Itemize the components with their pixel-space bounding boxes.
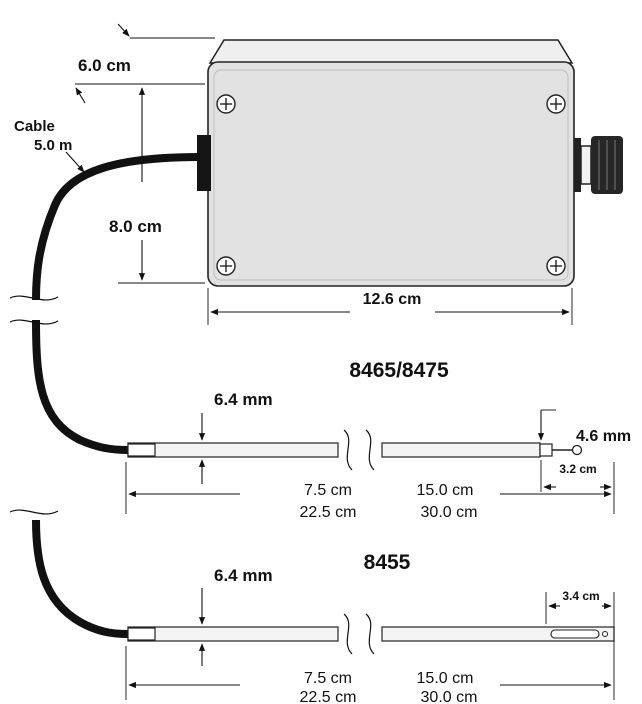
probe-b-length-dimension (125, 646, 612, 700)
probe-b (127, 626, 615, 642)
probe-a-length-long-2: 30.0 cm (421, 504, 478, 521)
probe-a (127, 442, 583, 458)
probe-a-model: 8465/8475 (349, 359, 449, 382)
cable-pointer (65, 151, 85, 173)
cable (32, 153, 201, 638)
cable-grommet (197, 135, 211, 191)
probe-a-diameter-label: 6.4 mm (214, 390, 273, 409)
screw-icon (216, 94, 236, 114)
probe-a-tip-length-dimension (540, 460, 615, 514)
cable-title: Cable (14, 118, 55, 135)
probe-b-length-short-1: 7.5 cm (304, 670, 352, 687)
height-dimension (118, 87, 205, 284)
probe-a-length-short-1: 7.5 cm (304, 482, 352, 499)
cable-length-label: 5.0 m (34, 137, 72, 154)
probe-a-length-short-2: 22.5 cm (300, 504, 357, 521)
depth-dimension (75, 23, 215, 104)
probe-b-length-long-2: 30.0 cm (421, 689, 478, 704)
probe-b-model: 8455 (364, 551, 411, 574)
probe-a-length-dimension (125, 462, 612, 514)
probe-a-length-long-1: 15.0 cm (417, 482, 474, 499)
probe-a-tip-diameter-label: 4.6 mm (576, 428, 631, 445)
break-mark-icon (343, 429, 375, 471)
height-label: 8.0 cm (109, 217, 162, 236)
width-label: 12.6 cm (363, 291, 422, 308)
width-dimension (207, 288, 573, 325)
probe-a-tip-diameter-dimension (537, 409, 556, 441)
screw-icon (216, 256, 236, 276)
cable-gland-icon (574, 136, 623, 194)
depth-label: 6.0 cm (78, 56, 131, 75)
probe-b-diameter-label: 6.4 mm (214, 566, 273, 585)
probe-b-length-short-2: 22.5 cm (300, 689, 357, 704)
screw-icon (546, 256, 566, 276)
screw-icon (546, 94, 566, 114)
break-mark-icon (9, 295, 59, 515)
housing-box (207, 39, 575, 287)
probe-a-tip-length-label: 3.2 cm (559, 462, 596, 476)
probe-b-length-long-1: 15.0 cm (417, 670, 474, 687)
break-mark-icon (343, 613, 375, 655)
probe-b-tip-length-label: 3.4 cm (562, 589, 599, 603)
probe-b-tip-length-dimension (545, 592, 615, 700)
